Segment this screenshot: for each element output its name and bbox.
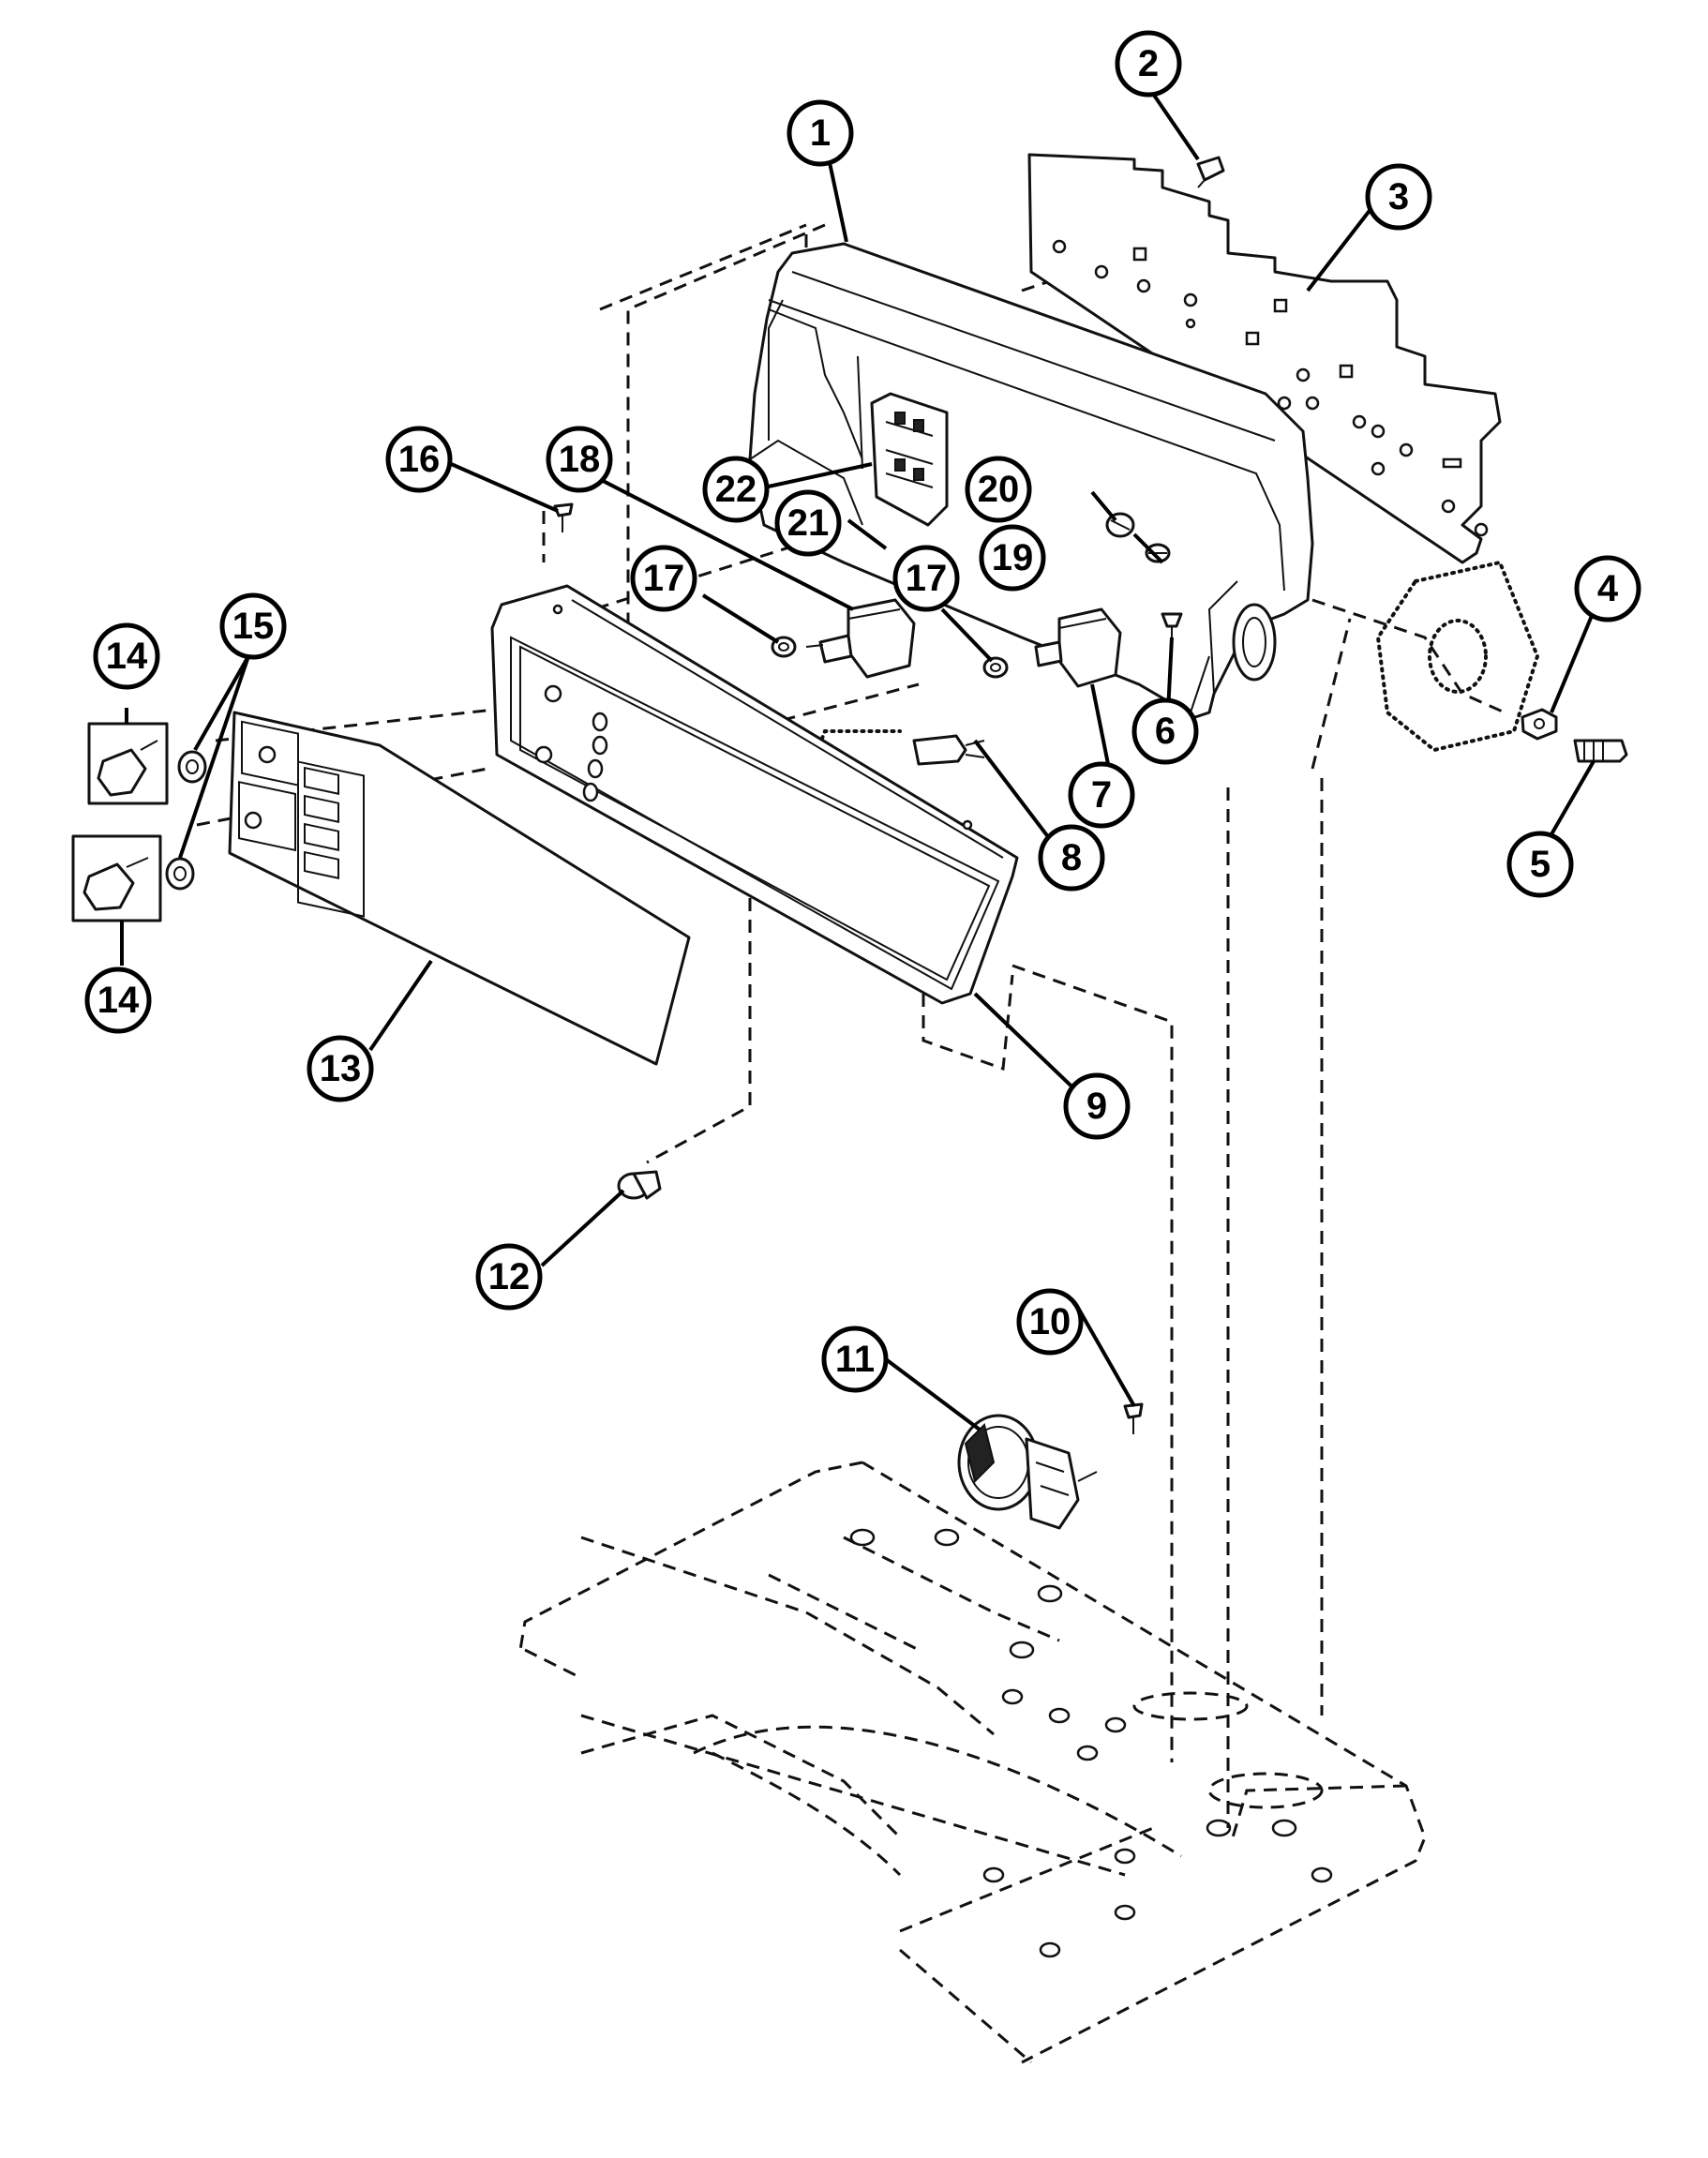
- svg-text:13: 13: [320, 1048, 362, 1089]
- callout-19: 19: [979, 524, 1046, 592]
- callout-22: 22: [702, 456, 770, 523]
- callout-18: 18: [546, 426, 613, 493]
- housing-dotted: [1375, 560, 1540, 753]
- svg-text:16: 16: [398, 439, 441, 480]
- callout-9: 9: [1063, 1072, 1131, 1140]
- svg-text:1: 1: [810, 112, 831, 154]
- screw-2: [1196, 156, 1225, 188]
- callout-17-right: 17: [892, 545, 960, 612]
- rocker-switch-7: [1034, 607, 1122, 688]
- bolt-5: [1573, 739, 1628, 763]
- washer-lower: [165, 857, 195, 891]
- rocker-switch-18: [805, 598, 916, 679]
- svg-text:21: 21: [787, 502, 830, 544]
- knob-lower: [71, 834, 162, 922]
- svg-text:8: 8: [1061, 837, 1082, 878]
- push-button: [617, 1170, 662, 1200]
- callout-12: 12: [475, 1243, 543, 1311]
- washer-upper: [177, 750, 207, 784]
- nut-4: [1521, 708, 1558, 741]
- callout-17-left: 17: [630, 545, 697, 612]
- pressure-switch: [957, 1414, 1098, 1530]
- screw-10: [1123, 1402, 1144, 1434]
- control-panel-overlay: [228, 711, 691, 1066]
- svg-text:14: 14: [97, 980, 140, 1021]
- indicator-light: [912, 734, 985, 766]
- callout-14-upper: 14: [93, 622, 160, 690]
- callout-6: 6: [1131, 697, 1199, 765]
- svg-text:15: 15: [232, 606, 275, 647]
- svg-text:22: 22: [715, 469, 757, 510]
- pin-16: [553, 502, 574, 532]
- terminal-block: [870, 392, 949, 527]
- callout-21: 21: [774, 489, 842, 557]
- control-panel: [490, 584, 1019, 1005]
- callout-7: 7: [1068, 761, 1135, 829]
- svg-text:20: 20: [978, 469, 1020, 510]
- rear-bracket-plate: [1027, 153, 1502, 564]
- svg-text:11: 11: [835, 1339, 875, 1380]
- callout-8: 8: [1038, 824, 1105, 892]
- callout-4: 4: [1574, 555, 1641, 622]
- callout-11: 11: [821, 1326, 889, 1393]
- svg-text:9: 9: [1086, 1086, 1107, 1127]
- svg-text:18: 18: [559, 439, 601, 480]
- callout-3: 3: [1365, 163, 1432, 231]
- svg-text:5: 5: [1530, 844, 1551, 885]
- callout-15: 15: [219, 592, 287, 660]
- svg-text:12: 12: [488, 1256, 531, 1297]
- svg-text:6: 6: [1155, 711, 1176, 752]
- console-frame: [748, 242, 1314, 719]
- svg-text:7: 7: [1091, 774, 1112, 816]
- callout-16: 16: [385, 426, 453, 493]
- callout-5: 5: [1506, 831, 1574, 898]
- callout-10: 10: [1016, 1288, 1084, 1356]
- svg-text:14: 14: [106, 636, 148, 677]
- callout-13: 13: [307, 1035, 374, 1102]
- svg-text:2: 2: [1138, 43, 1159, 84]
- svg-text:19: 19: [992, 537, 1034, 578]
- callout-1: 1: [787, 99, 854, 167]
- callout-20: 20: [965, 456, 1032, 523]
- svg-text:17: 17: [906, 558, 948, 599]
- screw-6: [1161, 612, 1183, 637]
- svg-text:4: 4: [1597, 568, 1619, 609]
- callout-2: 2: [1115, 30, 1182, 97]
- svg-text:17: 17: [643, 558, 685, 599]
- knob-upper: [87, 722, 169, 805]
- cabinet-base-outline: [518, 1461, 1427, 2064]
- svg-text:10: 10: [1029, 1301, 1071, 1342]
- svg-text:3: 3: [1388, 176, 1409, 217]
- switch-nut-right: [982, 656, 1009, 679]
- callout-14-lower: 14: [84, 967, 152, 1034]
